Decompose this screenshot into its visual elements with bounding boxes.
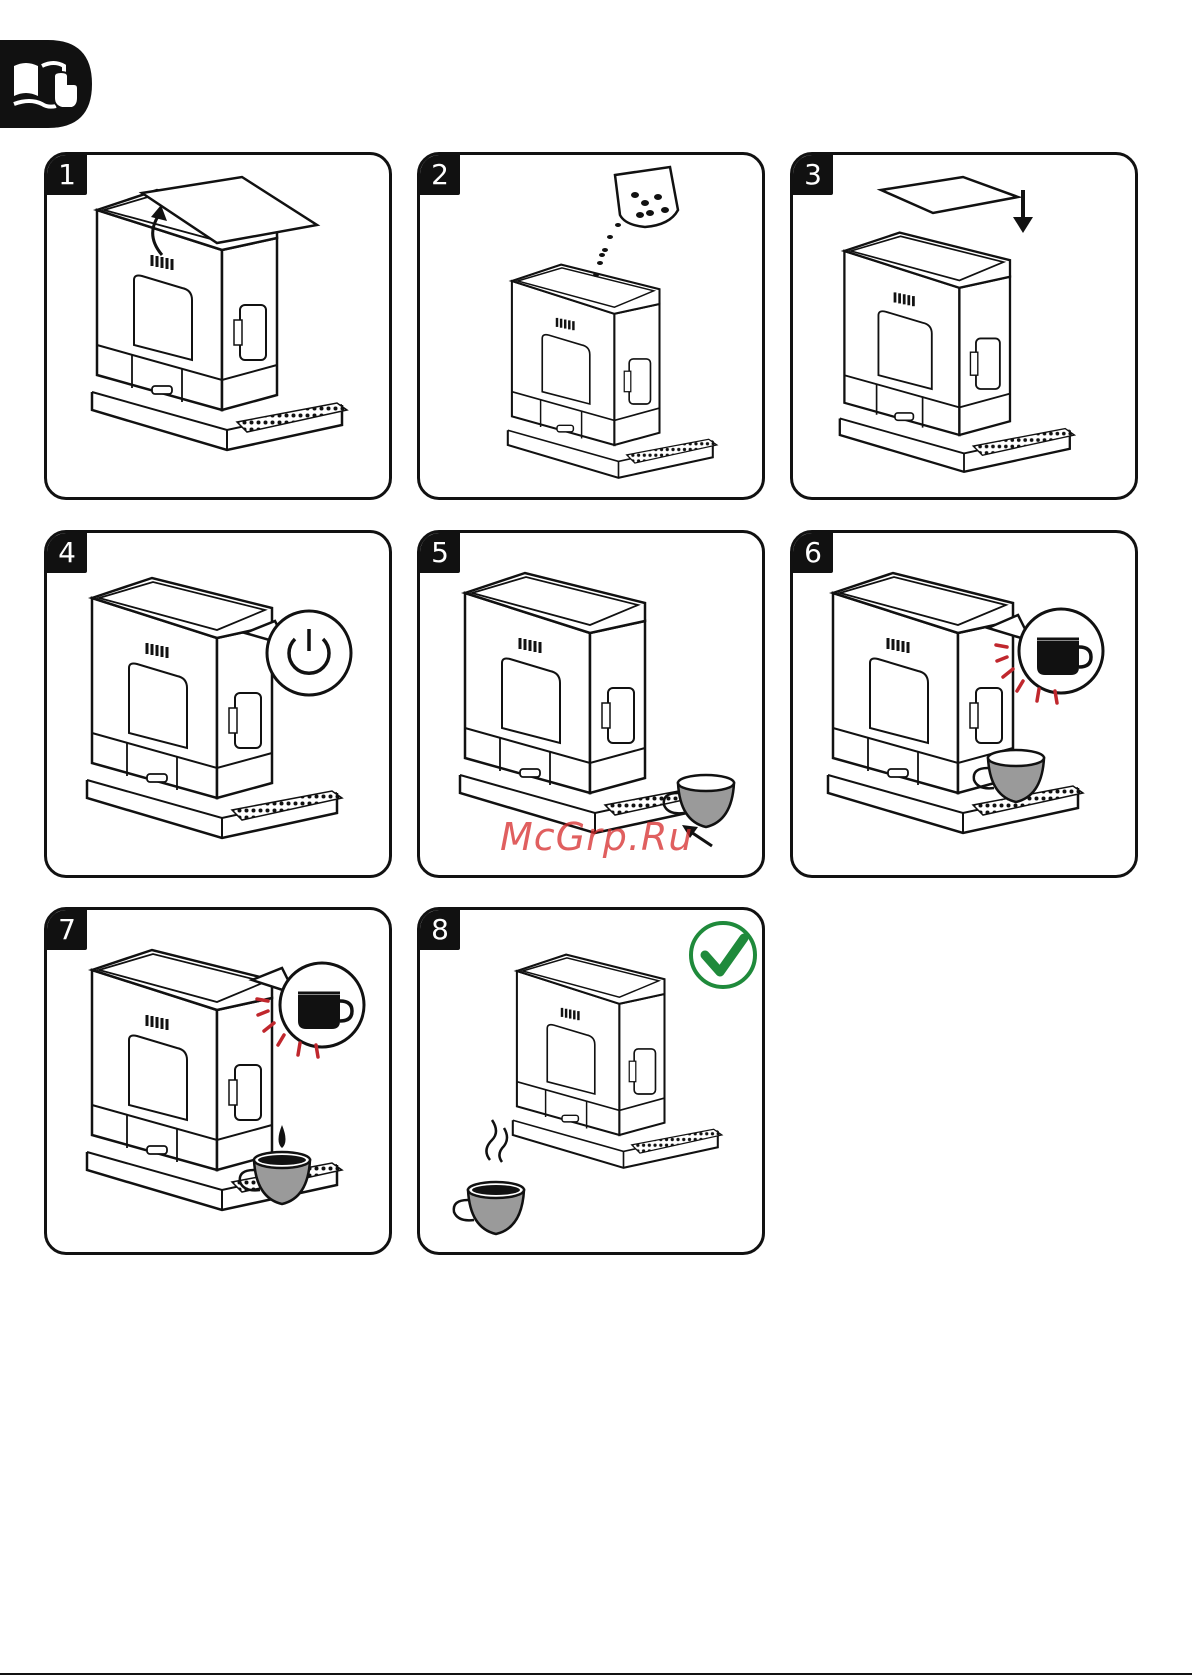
step-panel-2: 2 <box>417 152 765 500</box>
step-number: 2 <box>420 155 460 195</box>
close-lid-icon <box>793 155 1134 496</box>
step-panel-8: 8 <box>417 907 765 1255</box>
step-number: 5 <box>420 533 460 573</box>
step-panel-1: 1 <box>44 152 392 500</box>
watermark-text: McGrp.Ru <box>500 815 693 859</box>
step-number: 3 <box>793 155 833 195</box>
step-panel-6: 6 <box>790 530 1138 878</box>
bottom-rule <box>0 1673 1192 1675</box>
step-number: 7 <box>47 910 87 950</box>
step-number: 1 <box>47 155 87 195</box>
power-icon <box>47 533 388 874</box>
manual-read-icon <box>0 40 92 128</box>
espresso-button-blinking-icon <box>793 533 1134 874</box>
lift-lid-icon <box>47 155 388 496</box>
step-panel-7: 7 <box>44 907 392 1255</box>
pour-beans-icon <box>420 155 761 496</box>
step-number: 6 <box>793 533 833 573</box>
step-number: 8 <box>420 910 460 950</box>
step-panel-3: 3 <box>790 152 1138 500</box>
step-panel-4: 4 <box>44 530 392 878</box>
dispensing-coffee-icon <box>47 910 388 1251</box>
step-number: 4 <box>47 533 87 573</box>
check-mark-icon <box>420 910 761 1251</box>
